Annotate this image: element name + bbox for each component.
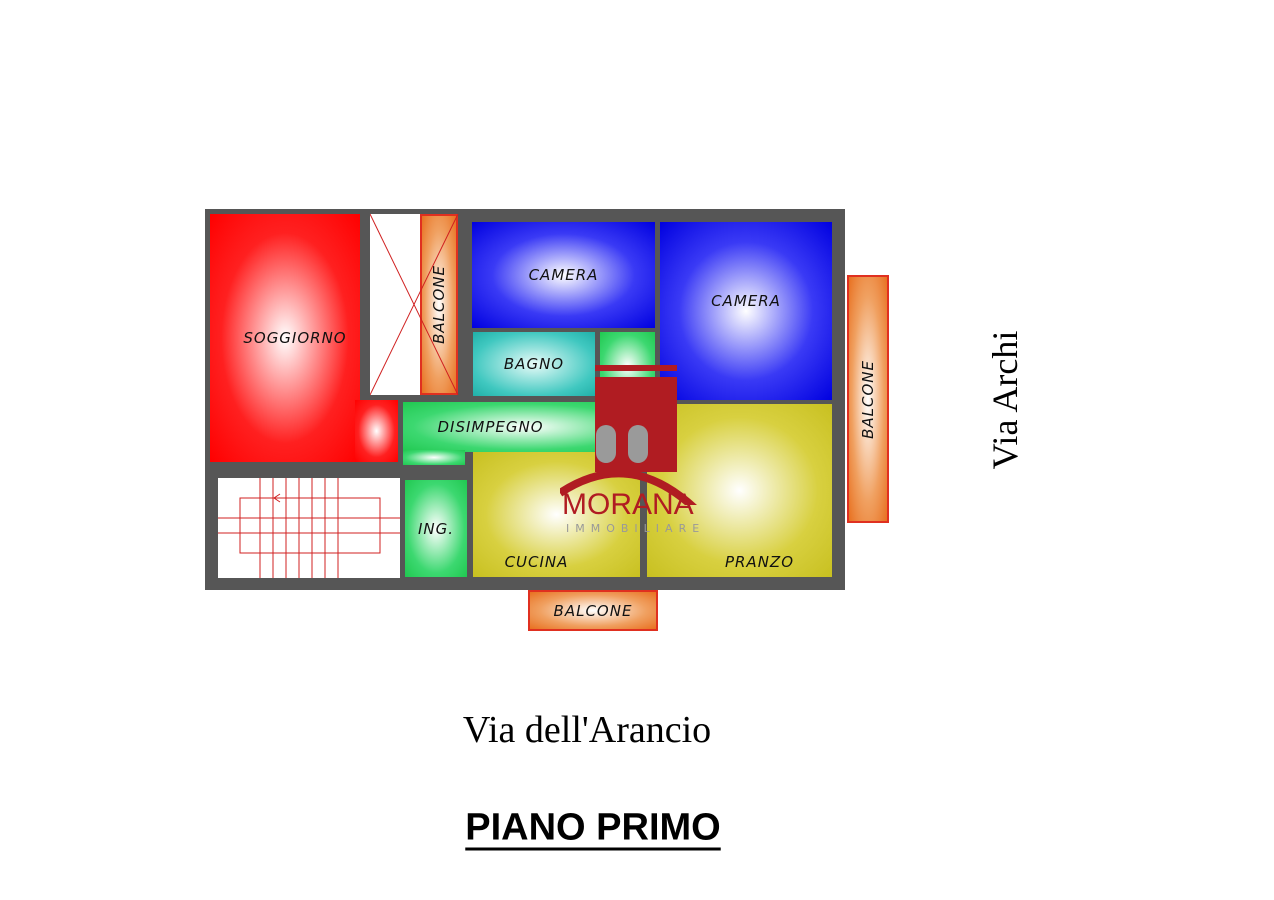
void-cross-lines [420,214,459,395]
room-camera-2: CAMERA [660,222,832,400]
room-balcone-right: BALCONE [847,275,889,523]
floor-title: PIANO PRIMO [465,806,721,849]
room-bagno: BAGNO [473,332,595,396]
room-soggiorno-extension [355,400,398,462]
staircase [218,478,400,578]
void-crossed [370,214,420,395]
room-label: CUCINA [504,553,569,571]
room-label: SOGGIORNO [243,329,347,347]
room-disimpegno-extension [403,450,465,465]
room-soggiorno: SOGGIORNO [210,214,360,462]
room-label: ING. [417,519,455,538]
room-label: CAMERA [711,292,781,310]
room-balcone-bottom: BALCONE [528,590,658,631]
logo-mark-icon [560,365,697,505]
room-balcone-left: BALCONE [420,214,458,395]
room-label: BALCONE [859,359,877,439]
street-label-east: Via Archi [985,330,1025,470]
room-label: CAMERA [528,266,599,284]
logo-tagline: IMMOBILIARE [566,522,706,535]
morana-logo: MORANA IMMOBILIARE [560,365,720,540]
room-camera-1: CAMERA [472,222,655,328]
room-label: PRANZO [724,553,795,571]
room-label: BAGNO [503,355,565,373]
street-label-south: Via dell'Arancio [462,709,712,751]
room-label: BALCONE [553,601,633,620]
logo-name: MORANA [562,488,694,521]
room-ingresso: ING. [405,480,467,577]
room-label: DISIMPEGNO [437,418,544,436]
